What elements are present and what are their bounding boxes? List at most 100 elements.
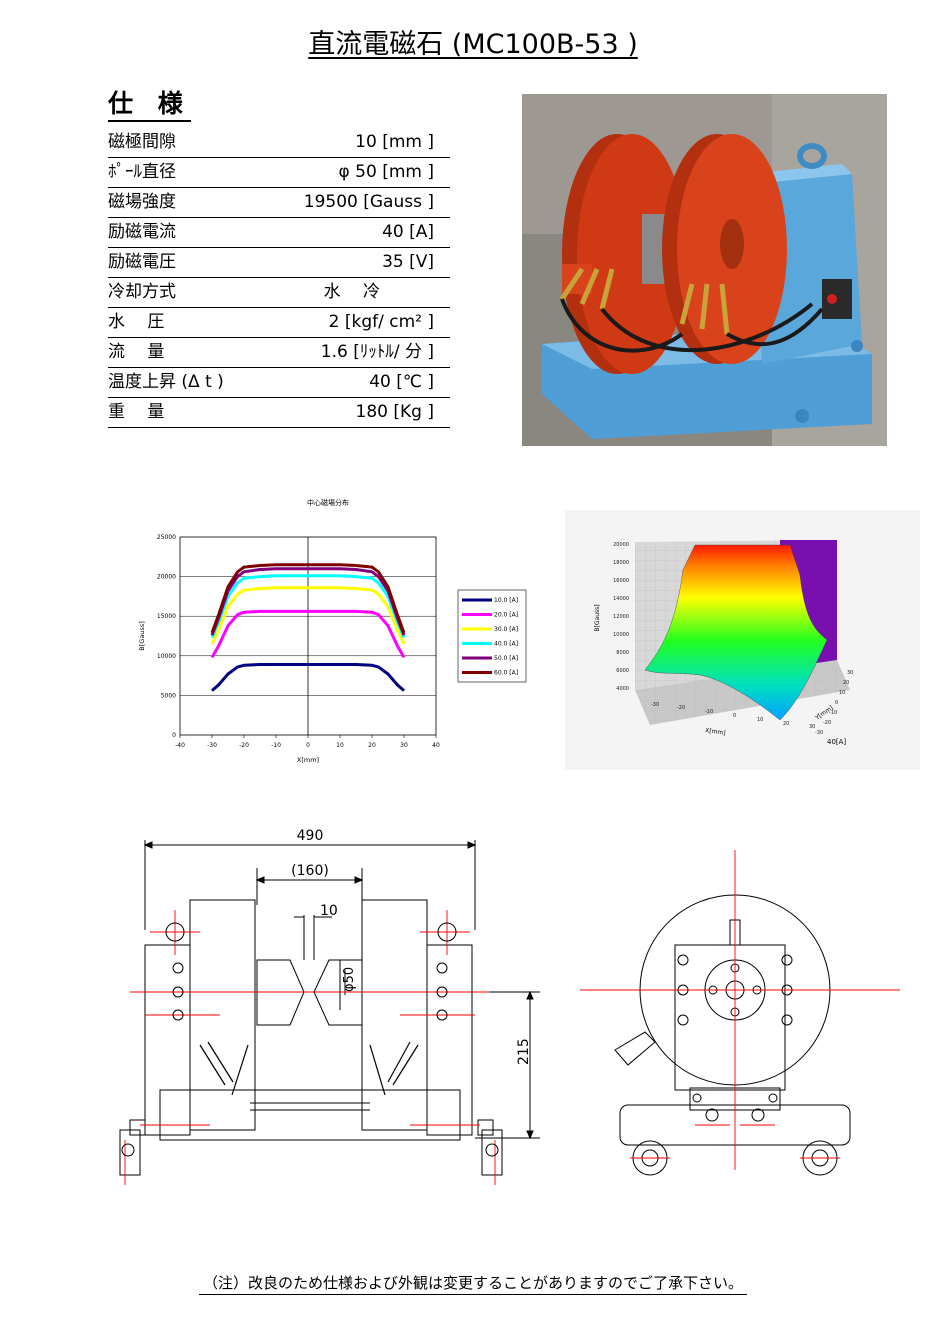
y-tick-label: 20000	[157, 574, 176, 581]
spec-label: 磁極間隙	[108, 132, 176, 152]
spec-heading: 仕 様	[108, 88, 191, 122]
series-line	[210, 567, 406, 636]
tick-label: 6000	[616, 668, 629, 674]
tick-label: 10	[757, 717, 763, 723]
spec-label: 励磁電流	[108, 222, 176, 242]
spec-value: 1.6 [ﾘｯﾄﾙ/ 分 ]	[320, 342, 434, 362]
footnote-text: （注）改良のため仕様および外観は変更することがありますのでご了承下さい。	[198, 1274, 747, 1295]
tick-label: 10000	[613, 632, 629, 638]
x-tick-label: -40	[175, 742, 185, 749]
engineering-drawing: 490 (160) 10 φ50 215	[119, 828, 900, 1185]
tick-label: 20	[783, 721, 789, 727]
tick-label: 14000	[613, 596, 629, 602]
spec-label: 磁場強度	[108, 192, 176, 212]
tick-label: 12000	[613, 614, 629, 620]
tick-label: 0	[835, 700, 838, 706]
x-tick-label: 0	[306, 742, 310, 749]
series-line	[210, 574, 406, 639]
legend-label: 10.0 [A]	[494, 597, 518, 604]
spec-row: 流 量 1.6 [ﾘｯﾄﾙ/ 分 ]	[108, 338, 450, 368]
x-tick-label: 20	[368, 742, 376, 749]
spec-row: 温度上昇 (Δ t ) 40 [℃ ]	[108, 368, 450, 398]
legend-label: 20.0 [A]	[494, 612, 518, 619]
x-tick-label: 10	[336, 742, 344, 749]
tick-label: 4000	[616, 686, 629, 692]
spec-label: 流 量	[108, 342, 165, 362]
spec-row: 磁場強度 19500 [Gauss ]	[108, 188, 450, 218]
x-tick-label: 30	[400, 742, 408, 749]
series-line	[210, 586, 406, 645]
tick-label: 20000	[613, 542, 629, 548]
legend-label: 40.0 [A]	[494, 641, 518, 648]
tick-label: 18000	[613, 560, 629, 566]
spec-value: 10 [mm ]	[355, 132, 434, 152]
spec-value: φ 50 [mm ]	[338, 162, 434, 182]
z-axis-label: B[Gauss]	[594, 604, 601, 631]
spec-label: ﾎﾟｰﾙ直径	[108, 162, 176, 182]
dim-pole-diameter: φ50	[342, 967, 357, 992]
series-line	[210, 609, 406, 659]
spec-label: 水 圧	[108, 312, 165, 332]
dim-height: 215	[516, 1038, 532, 1065]
tick-label: -20	[677, 705, 685, 711]
condition-label: 40[A]	[827, 738, 846, 746]
footnote: （注）改良のため仕様および外観は変更することがありますのでご了承下さい。	[0, 1272, 946, 1295]
y-tick-labels: -30 -20 -10 0 10 20 30	[815, 670, 853, 736]
electromagnet-photo	[522, 94, 887, 446]
tick-label: 30	[809, 724, 815, 730]
dim-gap: 10	[320, 903, 338, 919]
spec-label: 冷却方式	[108, 282, 176, 302]
tick-label: -20	[823, 720, 831, 726]
side-view-centerlines	[580, 850, 900, 1170]
spec-value: 40 [A]	[382, 222, 434, 242]
y-tick-label: 15000	[157, 613, 176, 620]
spec-label: 温度上昇 (Δ t )	[108, 372, 224, 392]
y-tick-label: 10000	[157, 653, 176, 660]
surface-3d-chart: 20000 18000 16000 14000 12000 10000 8000…	[565, 510, 920, 770]
spec-label: 励磁電圧	[108, 252, 176, 272]
spec-row: 励磁電流 40 [A]	[108, 218, 450, 248]
spec-value: 19500 [Gauss ]	[303, 192, 434, 212]
tick-label: -30	[651, 702, 659, 708]
spec-value: 35 [V]	[382, 252, 434, 272]
tick-label: 0	[733, 713, 736, 719]
y-tick-label: 0	[172, 732, 176, 739]
spec-value: 水 冷	[323, 282, 380, 302]
tick-label: 8000	[616, 650, 629, 656]
spec-row: 水 圧 2 [kgf/ cm² ]	[108, 308, 450, 338]
spec-row: 励磁電圧 35 [V]	[108, 248, 450, 278]
x-tick-label: -20	[239, 742, 249, 749]
x-axis-label: X[mm]	[297, 756, 319, 764]
front-view-bolts	[121, 922, 499, 1157]
chart-title: 中心磁場分布	[307, 498, 349, 507]
y-tick-label: 5000	[161, 692, 176, 699]
page-title: 直流電磁石 (MC100B-53 )	[0, 22, 946, 61]
spec-row: ﾎﾟｰﾙ直径 φ 50 [mm ]	[108, 158, 450, 188]
spec-value: 40 [℃ ]	[369, 372, 434, 392]
series-line	[210, 563, 406, 634]
legend-label: 50.0 [A]	[494, 655, 518, 662]
spec-row: 冷却方式 水 冷	[108, 278, 450, 308]
x-axis-label: X[mm]	[705, 727, 726, 737]
tick-label: -30	[815, 730, 823, 736]
series-group	[210, 563, 406, 692]
spec-row: 磁極間隙 10 [mm ]	[108, 128, 450, 158]
legend-label: 30.0 [A]	[494, 626, 518, 633]
dim-overall-width: 490	[297, 828, 324, 844]
y-tick-label: 25000	[157, 534, 176, 541]
tick-label: 16000	[613, 578, 629, 584]
dim-pole-assembly: (160)	[291, 863, 329, 879]
y-axis-label: B[Gauss]	[138, 621, 146, 650]
tick-label: 20	[843, 680, 849, 686]
spec-value: 2 [kgf/ cm² ]	[328, 312, 434, 332]
field-distribution-chart: 中心磁場分布 0500010000150002000025000-40-30-2…	[138, 498, 527, 764]
side-view	[614, 894, 851, 1176]
z-tick-labels: 20000 18000 16000 14000 12000 10000 8000…	[613, 542, 629, 692]
front-view-centerlines	[124, 910, 496, 1185]
tick-label: -10	[705, 709, 713, 715]
spec-row: 重 量 180 [Kg ]	[108, 398, 450, 428]
legend-label: 60.0 [A]	[494, 670, 518, 677]
tick-label: -10	[829, 710, 837, 716]
tick-label: 10	[839, 690, 845, 696]
